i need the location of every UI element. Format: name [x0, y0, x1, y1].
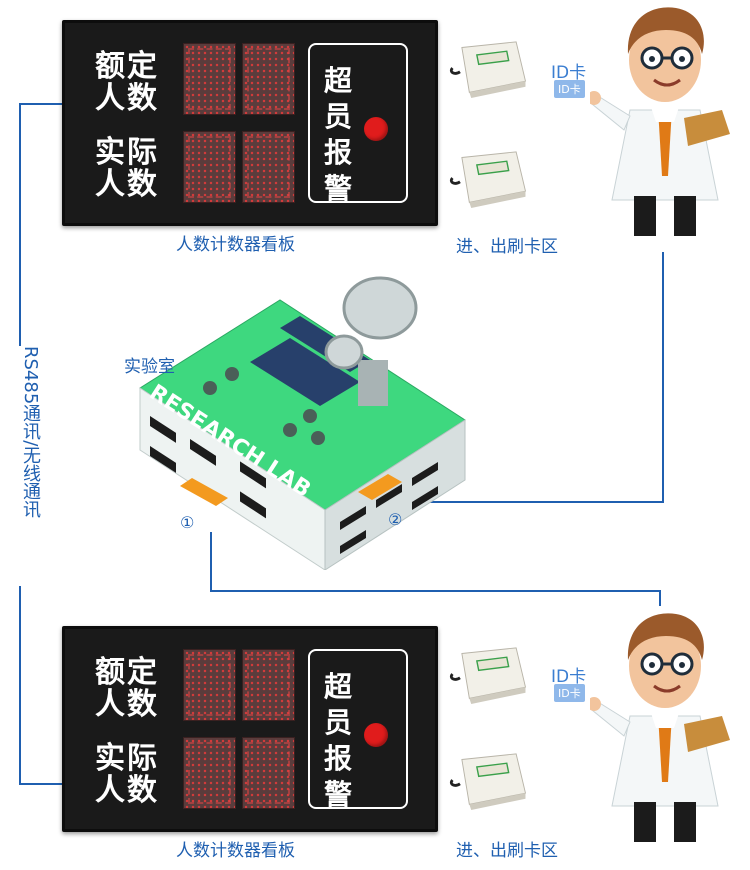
digit	[183, 737, 236, 809]
board-caption-bottom: 人数计数器看板	[176, 841, 295, 861]
rated-digits	[183, 43, 295, 115]
counter-board-bottom: 额定 人数 实际 人数 超员报警	[62, 626, 438, 832]
line-door2	[400, 252, 664, 503]
alarm-label: 超员报警	[324, 64, 353, 205]
digit	[183, 131, 236, 203]
card-reader-icon	[449, 753, 527, 810]
id-card-icon: ID卡	[554, 684, 585, 702]
actual-count-label: 实际 人数	[95, 741, 159, 808]
line-door1	[210, 532, 661, 606]
digit	[242, 737, 295, 809]
rated-count-label: 额定 人数	[95, 655, 159, 722]
actual-digits	[183, 131, 295, 203]
rated-digits	[183, 649, 295, 721]
reader-caption-top: 进、出刷卡区	[456, 237, 558, 257]
board-caption-top: 人数计数器看板	[176, 235, 295, 255]
card-reader-icon	[449, 41, 527, 98]
card-reader-icon	[449, 647, 527, 704]
actual-count-label: 实际 人数	[95, 135, 159, 202]
digit	[242, 43, 295, 115]
overload-alarm-panel: 超员报警	[308, 649, 408, 811]
digit	[183, 649, 236, 721]
doctor-icon	[590, 613, 730, 842]
digit	[242, 649, 295, 721]
overload-alarm-panel: 超员报警	[308, 43, 408, 205]
alarm-light-icon	[364, 117, 388, 141]
actual-digits	[183, 737, 295, 809]
card-reader-icon	[449, 151, 527, 208]
lab-label: 实验室	[124, 357, 175, 377]
communication-label: RS485通讯/无线通讯	[17, 346, 43, 586]
alarm-light-icon	[364, 723, 388, 747]
counter-board-top: 额定 人数 实际 人数 超员报警	[62, 20, 438, 226]
rated-count-label: 额定 人数	[95, 49, 159, 116]
id-card-label: ID卡	[551, 667, 587, 687]
alarm-label: 超员报警	[324, 670, 353, 811]
doctor-icon	[590, 7, 730, 236]
id-card-label: ID卡	[551, 63, 587, 83]
digit	[242, 131, 295, 203]
digit	[183, 43, 236, 115]
door-1-label: ①	[180, 513, 195, 532]
research-lab-building-icon: RESEARCH LAB	[139, 276, 466, 570]
door-2-label: ②	[388, 510, 403, 529]
reader-caption-bottom: 进、出刷卡区	[456, 841, 558, 861]
id-card-icon: ID卡	[554, 80, 585, 98]
